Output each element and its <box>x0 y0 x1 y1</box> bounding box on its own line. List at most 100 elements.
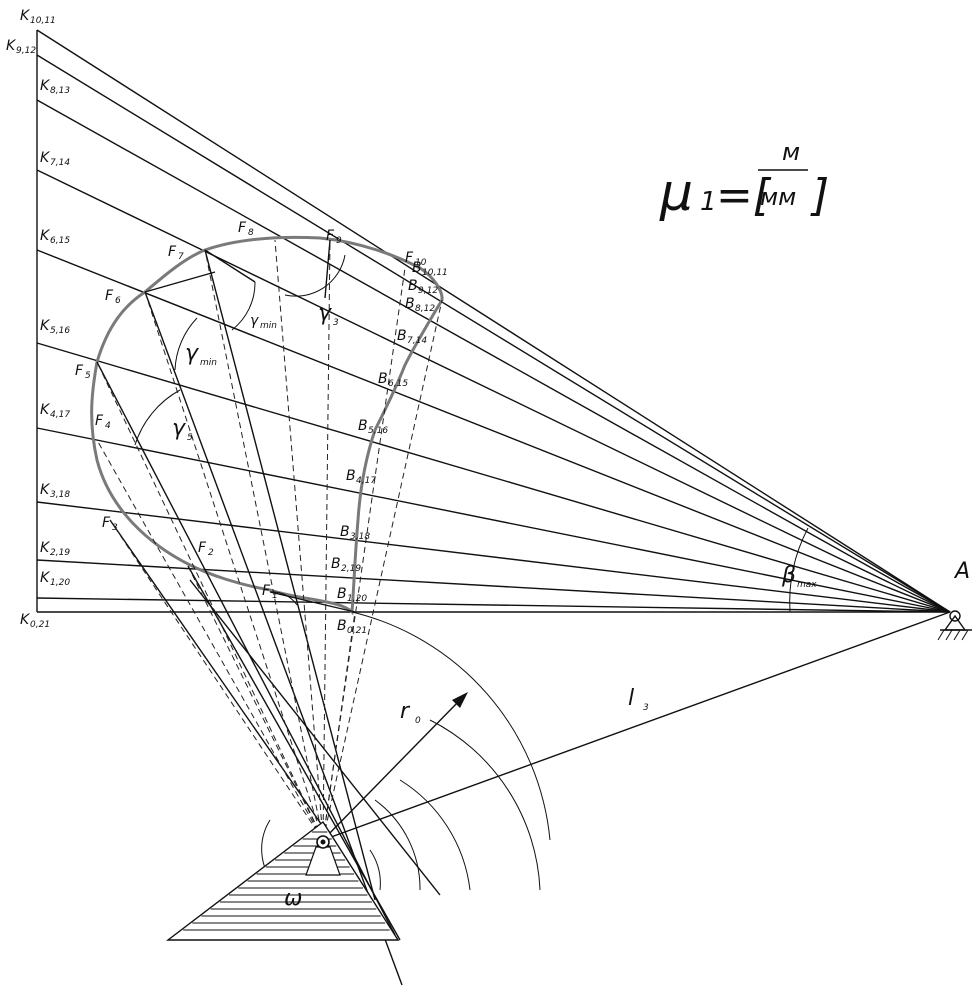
label-a: A <box>953 559 970 584</box>
label-k-8-sub: 8,13 <box>50 86 70 96</box>
label-gamma-min-2: γ <box>185 341 199 366</box>
label-b-8: B <box>405 296 415 312</box>
base-circle-arc-1 <box>351 611 551 841</box>
dash-f8 <box>274 239 324 841</box>
ray-k7 <box>36 169 951 613</box>
link-f5 <box>96 361 396 936</box>
label-b-8-sub: 8,12 <box>415 304 435 314</box>
label-f-10-sub: 10 <box>415 258 427 268</box>
label-b-1-sub: 1,20 <box>347 594 367 604</box>
label-k-5-sub: 5,16 <box>50 326 70 336</box>
label-gamma5: γ <box>172 416 186 441</box>
label-r0: r <box>400 699 411 724</box>
cam-profile-curve <box>90 235 444 616</box>
label-b-9: B <box>408 278 418 294</box>
label-gamma3-sub: 3 <box>333 318 339 328</box>
label-f-1-sub: 1 <box>272 591 278 601</box>
label-b-10: B <box>412 260 422 276</box>
label-f-9: F <box>326 228 335 244</box>
label-gamma5-sub: 5 <box>187 433 193 443</box>
label-k-0-sub: 0,21 <box>30 620 50 630</box>
label-k-10: K <box>20 8 31 24</box>
label-b-3-sub: 3,18 <box>350 532 370 542</box>
beta-max-arc <box>789 527 809 613</box>
label-b-7-sub: 7,14 <box>407 336 427 346</box>
label-omega: ω <box>284 886 302 911</box>
label-b-2-sub: 2,19 <box>341 564 361 574</box>
ray-k1 <box>36 597 951 613</box>
label-k-6-sub: 6,15 <box>50 236 70 246</box>
link-f7b <box>204 249 256 283</box>
label-gamma-min-1-sub: min <box>260 321 277 331</box>
label-f-10: F <box>405 250 414 266</box>
label-f-4: F <box>95 413 104 429</box>
label-b-5: B <box>358 418 368 434</box>
label-f-5-sub: 5 <box>85 371 91 381</box>
label-b-3: B <box>340 524 350 540</box>
gamma5-arc <box>134 389 181 446</box>
label-gamma-min-2-sub: min <box>200 358 217 368</box>
formula-num: м <box>782 138 800 166</box>
label-k-8: K <box>40 78 51 94</box>
label-k-0: K <box>20 612 31 628</box>
label-k-7-sub: 7,14 <box>50 158 70 168</box>
ray-k8 <box>36 99 951 613</box>
gamma-min-arc-2 <box>174 317 198 371</box>
label-b-5-sub: 5,16 <box>368 426 388 436</box>
formula-mu: μ <box>659 163 693 223</box>
label-l3: l <box>628 686 634 711</box>
dash-b <box>322 299 443 841</box>
label-f-6: F <box>105 288 114 304</box>
label-r0-sub: 0 <box>415 716 421 726</box>
dash-f6 <box>144 291 324 841</box>
r0-arrow-head <box>452 692 468 708</box>
base-circle-arc-3 <box>399 779 471 891</box>
label-k-5: K <box>40 318 51 334</box>
label-f-9-sub: 9 <box>336 236 342 246</box>
label-k-6: K <box>40 228 51 244</box>
dash-b1 <box>322 611 356 841</box>
link-f1 <box>269 591 356 613</box>
dash-f5 <box>96 361 324 841</box>
label-beta-max-sub: max <box>797 580 817 590</box>
dash-f2 <box>187 565 324 841</box>
label-k-2-sub: 2,19 <box>50 548 70 558</box>
label-b-4-sub: 4,17 <box>356 476 376 486</box>
link-f6b <box>144 271 216 293</box>
dash-f9 <box>322 239 331 841</box>
link-f6 <box>144 291 403 986</box>
label-k-9-sub: 9,12 <box>16 46 36 56</box>
dashed-lines-group <box>96 239 443 841</box>
label-k-4: K <box>40 402 51 418</box>
label-k-9: K <box>6 38 17 54</box>
label-k-10-sub: 10,11 <box>30 16 56 26</box>
label-b-1: B <box>337 586 347 602</box>
label-k-7: K <box>40 150 51 166</box>
l3-line <box>322 611 951 841</box>
ray-k9 <box>36 54 951 613</box>
label-b-6: B <box>378 371 388 387</box>
label-f-2-sub: 2 <box>208 548 214 558</box>
label-f-8-sub: 8 <box>248 228 254 238</box>
pivot-a-support <box>937 610 972 641</box>
label-f-4-sub: 4 <box>105 421 111 431</box>
link-f7 <box>204 249 376 901</box>
ray-k5 <box>36 342 951 613</box>
base-circle-arc-4 <box>374 799 421 891</box>
label-f-1: F <box>262 583 271 599</box>
ray-k10 <box>36 29 951 613</box>
k-rays-group <box>36 29 951 613</box>
label-gamma-min-1: γ <box>250 313 259 329</box>
dash-f4 <box>96 439 324 841</box>
formula-eq: =[ <box>716 170 772 221</box>
label-gamma3: γ <box>318 301 332 326</box>
label-f-3-sub: 3 <box>112 523 118 533</box>
ray-k3 <box>36 501 951 613</box>
label-k-3: K <box>40 482 51 498</box>
gamma3-arc <box>284 254 346 297</box>
base-circle-arc-2 <box>429 719 541 891</box>
label-f-7-sub: 7 <box>178 252 184 262</box>
link-f3 <box>109 519 361 881</box>
label-f-2: F <box>198 540 207 556</box>
